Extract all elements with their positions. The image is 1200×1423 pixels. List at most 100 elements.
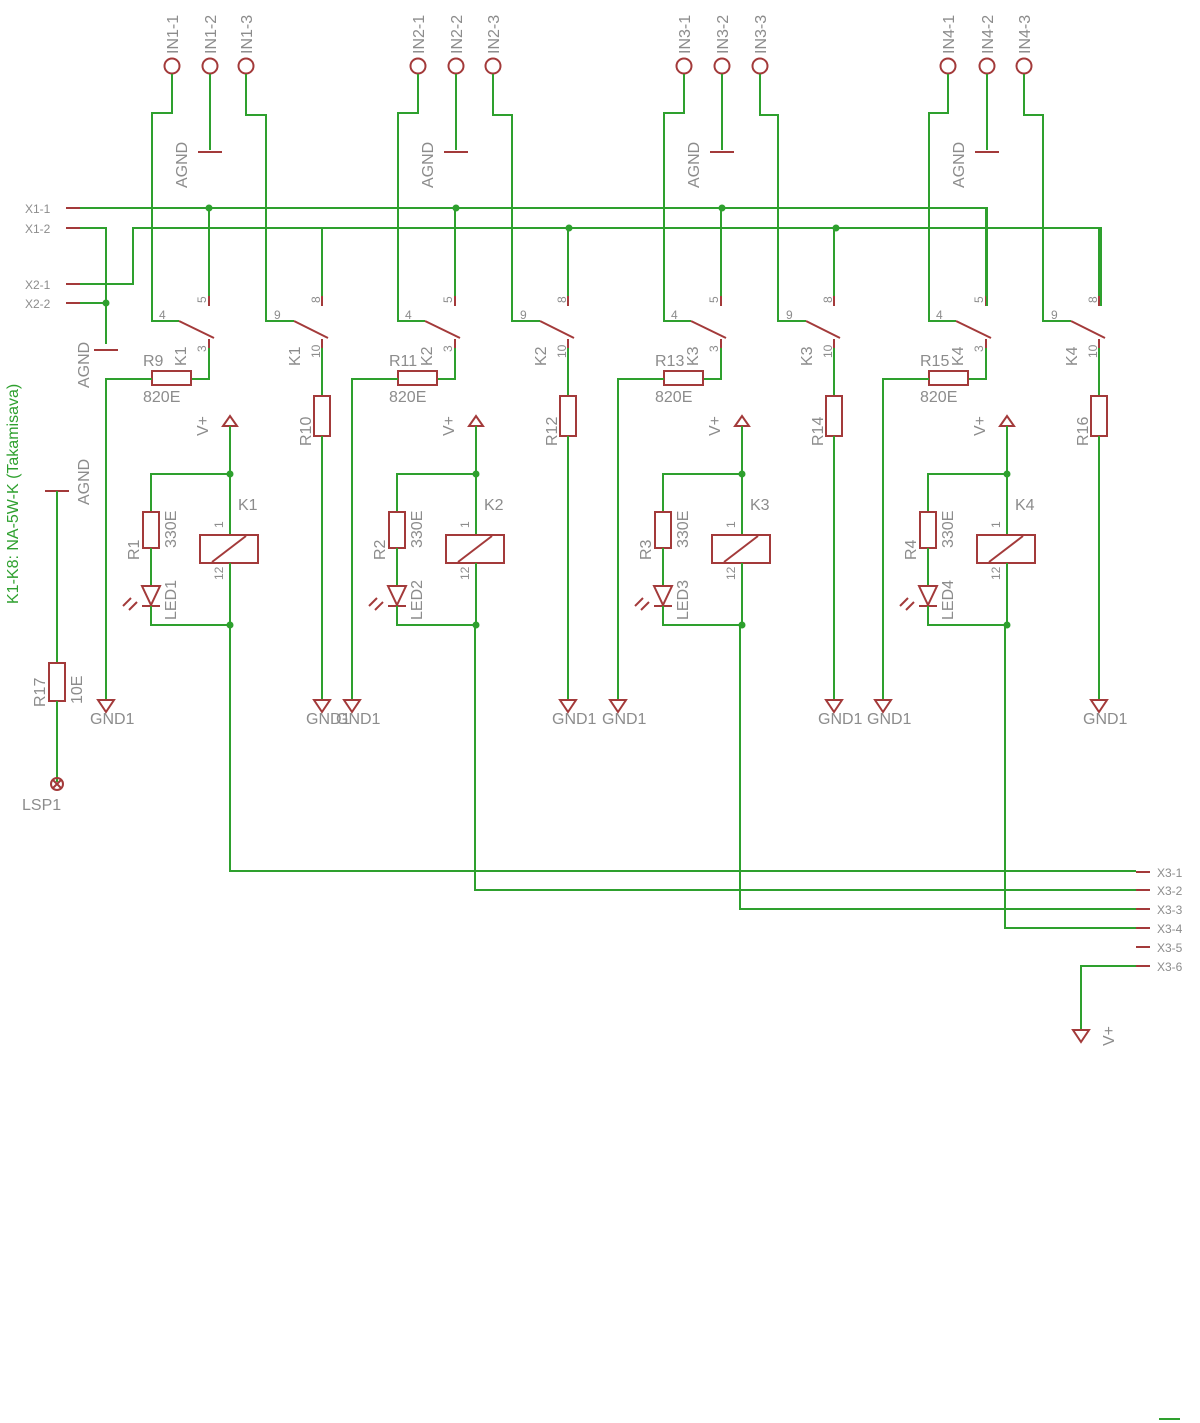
wire — [151, 74, 179, 322]
right-connectors: X3-1X3-2X3-3X3-4X3-5X3-6V+ — [229, 625, 1183, 1046]
ground-symbol — [96, 699, 116, 714]
relay-label: K4 — [1015, 497, 1035, 514]
resistor-value: 820E — [389, 389, 426, 406]
wire — [105, 378, 152, 700]
wire — [80, 227, 1102, 306]
pin-label: 12 — [724, 566, 738, 580]
wire — [397, 74, 425, 322]
relay-label: K3 — [685, 346, 702, 366]
wire — [739, 625, 1136, 910]
connector-label: X1-2 — [25, 222, 51, 236]
wire — [662, 606, 742, 626]
resistor-label: R17 — [32, 678, 49, 707]
wire — [191, 348, 210, 380]
resistor-value: 10E — [69, 676, 86, 704]
junction-dot — [832, 224, 840, 232]
wire — [662, 426, 743, 512]
supply-label: V+ — [707, 416, 724, 436]
pin-label: 10 — [1086, 344, 1100, 358]
wire — [351, 378, 398, 700]
pin-label: 5 — [707, 296, 721, 303]
relay-label: K3 — [750, 497, 770, 514]
pad-circle — [751, 57, 769, 75]
relay-label: K1 — [238, 497, 258, 514]
supply-symbol — [467, 414, 485, 427]
pad-circle — [978, 57, 996, 75]
switch-arm — [178, 320, 215, 339]
resistor-body — [919, 511, 937, 549]
pin-label: 3 — [195, 345, 209, 352]
led-label: LED1 — [163, 580, 180, 620]
supply-label: V+ — [972, 416, 989, 436]
ground-symbol — [558, 699, 578, 714]
resistor-body — [928, 370, 969, 386]
pin-label: 1 — [989, 521, 1003, 528]
wire — [80, 207, 988, 306]
resistor-label: R11 — [389, 353, 417, 370]
pin-label: 9 — [1051, 308, 1058, 322]
pad-circle — [1015, 57, 1033, 75]
resistor-value: 330E — [675, 511, 692, 548]
resistor-label: R12 — [544, 417, 561, 446]
led-label: LED3 — [675, 580, 692, 620]
connector-label: X3-3 — [1157, 903, 1183, 917]
pad-circle — [447, 57, 465, 75]
resistor-value: 330E — [163, 511, 180, 548]
coil-slash — [457, 535, 493, 563]
wire — [968, 348, 987, 380]
switch-arm — [805, 320, 841, 339]
label: AGND — [174, 142, 191, 188]
coil-slash — [211, 535, 247, 563]
connector-label: X3-4 — [1157, 922, 1183, 936]
test-point-cross — [52, 779, 62, 789]
wire — [617, 378, 664, 700]
resistor-label: R15 — [920, 353, 949, 370]
pin-label: 1 — [212, 521, 226, 528]
pin-label: 8 — [555, 296, 569, 303]
relay-label: K4 — [1064, 346, 1081, 366]
ground-symbol — [873, 699, 893, 714]
wire — [150, 606, 230, 626]
connector-label: IN3-1 — [677, 15, 694, 54]
ground-label: GND1 — [336, 711, 381, 728]
wire — [663, 74, 691, 322]
connector-label: IN2-2 — [449, 15, 466, 54]
coil-slash — [723, 535, 759, 563]
relay-unit-3: AGND453K3R13820EGND19810K3R14GND1V+112K3… — [602, 74, 863, 728]
pin-label: 12 — [212, 566, 226, 580]
led-label: LED4 — [940, 580, 957, 620]
wire — [474, 625, 1136, 891]
connector-label: IN1-2 — [203, 15, 220, 54]
resistor-value: 820E — [920, 389, 957, 406]
relay-type-note: K1-K8: NA-5W-K (Takamisava) — [5, 384, 22, 604]
wire — [1004, 625, 1136, 929]
relay-label: K4 — [950, 346, 967, 366]
pin-label: 10 — [555, 344, 569, 358]
pad-circle — [939, 57, 957, 75]
resistor-body — [654, 511, 672, 549]
wire — [245, 74, 294, 322]
pin-label: 4 — [159, 308, 166, 322]
pin-label: 5 — [195, 296, 209, 303]
connector-label: X3-1 — [1157, 866, 1183, 880]
connector-label: X3-5 — [1157, 941, 1183, 955]
pin-label: 8 — [1086, 296, 1100, 303]
relay-unit-2: AGND453K2R11820EGND19810K2R12GND1V+112K2… — [336, 74, 597, 728]
led-symbol — [140, 585, 162, 608]
pin-label: 12 — [458, 566, 472, 580]
switch-arm — [539, 320, 575, 339]
wire — [882, 378, 929, 700]
supply-symbol — [733, 414, 751, 427]
switch-arm — [293, 320, 329, 339]
wire — [396, 426, 477, 512]
led-symbol — [652, 585, 674, 608]
resistor-label: R13 — [655, 353, 684, 370]
resistor-label: R9 — [143, 353, 164, 370]
wire — [492, 74, 540, 322]
pin-label: 4 — [936, 308, 943, 322]
connector-label: IN4-1 — [941, 15, 958, 54]
supply-symbol — [221, 414, 239, 427]
wire — [927, 606, 1007, 626]
buses: AGND — [76, 204, 1102, 388]
